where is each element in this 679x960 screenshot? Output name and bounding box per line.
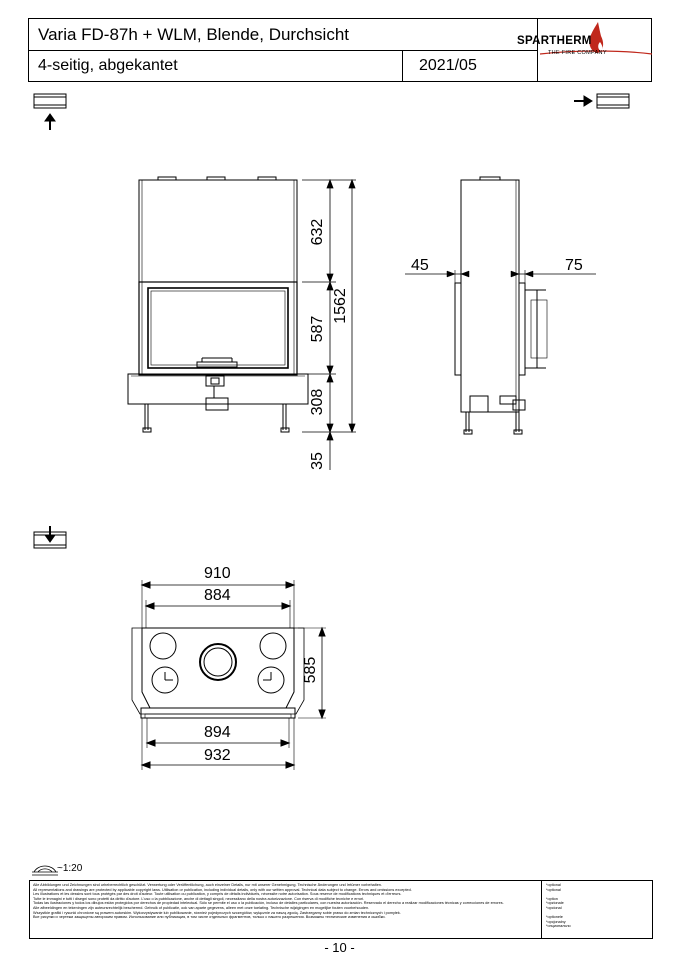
scale-icon (32, 865, 58, 876)
dim-side-right: 75 (565, 257, 583, 274)
legal-line: Alle afbeeldingen en tekeningen zijn aut… (33, 905, 370, 910)
drawing-date: 2021/05 (419, 57, 477, 74)
drawing-subtitle: 4-seitig, abgekantet (38, 57, 178, 74)
dim-top-inner-width: 884 (204, 587, 231, 604)
dim-base-width: 894 (204, 724, 231, 741)
option-label: *optionele (546, 915, 563, 920)
legal-line: Les illustrations et les dessins sont to… (33, 892, 402, 897)
logo-tagline: THE FIRE COMPANY (548, 50, 607, 56)
title-block: Varia FD-87h + WLM, Blende, Durchsicht 4… (28, 18, 652, 82)
page-number: - 10 - (324, 940, 355, 955)
top-view-symbol (33, 526, 67, 549)
drawing-title: Varia FD-87h + WLM, Blende, Durchsicht (38, 25, 349, 44)
option-label: *optional (546, 887, 561, 892)
legal-line: Todas las ilustraciones y todos los dibu… (33, 901, 504, 906)
option-label: *opcional (546, 905, 562, 910)
scale-label: ~1:20 (57, 863, 83, 874)
legal-line: Wszystkie grafiki i rysunki chronione są… (33, 910, 401, 915)
legal-line: Tutte le immagini e tutti i disegni sono… (33, 896, 365, 901)
front-view-symbol (33, 93, 67, 130)
dim-base-outer: 932 (204, 747, 231, 764)
dim-top-outer-width: 910 (204, 565, 231, 582)
option-label: *option (546, 896, 558, 901)
top-view (131, 580, 326, 770)
dim-front-top: 632 (309, 218, 326, 246)
option-label: *optional (546, 883, 561, 887)
side-view (405, 176, 596, 435)
legal-line: Alle Abbildungen und Zeichnungen sind ur… (33, 883, 382, 887)
legal-line: All representations and drawings are pro… (33, 887, 412, 892)
side-view-symbol (574, 93, 630, 109)
copyright-notice: Alle Abbildungen und Zeichnungen sind ur… (29, 880, 653, 939)
dim-side-left: 45 (411, 257, 429, 274)
dim-front-feet: 35 (309, 452, 326, 470)
dim-front-middle: 587 (309, 315, 326, 343)
dim-front-total: 1562 (332, 288, 349, 324)
option-label: *opzionale (546, 901, 564, 906)
dim-front-lower: 308 (309, 388, 326, 416)
logo-wordmark: SPARTHERM (517, 35, 592, 47)
legal-line: Все рисунки и чертежи защищены авторским… (33, 915, 386, 920)
option-label: *опционально (546, 924, 571, 929)
dim-top-depth: 585 (302, 656, 319, 684)
front-dimension-lines (302, 178, 356, 470)
front-view (127, 176, 309, 433)
option-label: *opcjonalny (546, 919, 566, 924)
